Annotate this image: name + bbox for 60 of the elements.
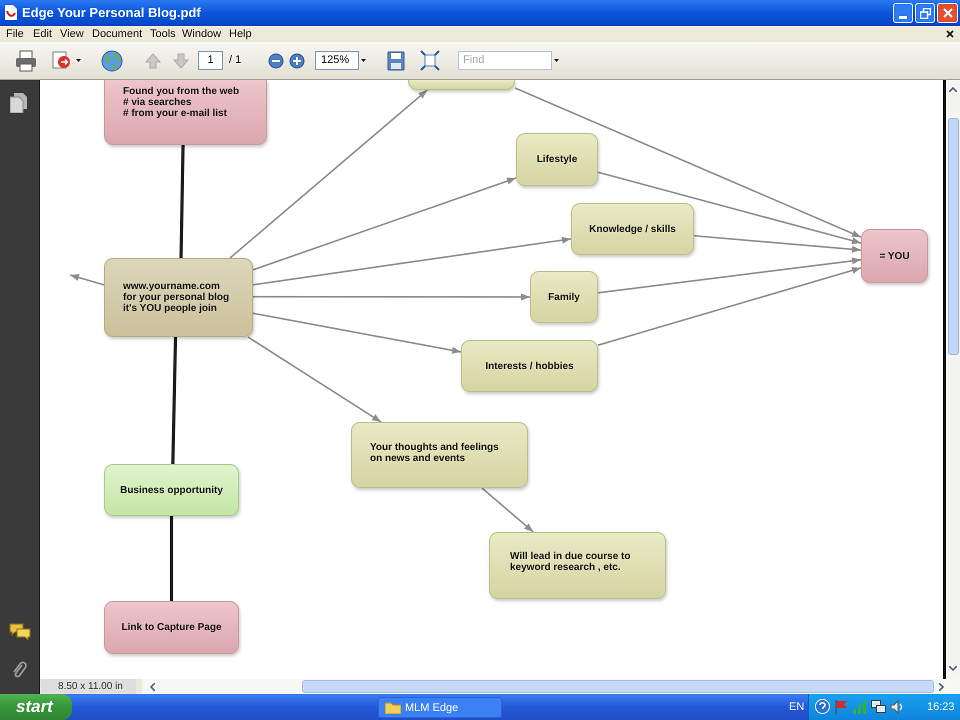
arrow [481, 487, 534, 533]
node-text: Lifestyle [536, 154, 578, 165]
menu-item: Tools [150, 27, 176, 41]
arrow [248, 336, 382, 423]
topic-box [489, 532, 666, 599]
menu-item: View [60, 27, 84, 41]
node-text: Family [548, 292, 580, 302]
node-text: www.yourname.com [123, 281, 220, 292]
menu-item: Document [92, 27, 142, 41]
arrow [514, 87, 862, 238]
arrow [598, 257, 862, 294]
node-text: # from your e-mail list [123, 108, 227, 119]
clock-time: 16:23 [927, 700, 955, 714]
arrow [230, 89, 428, 259]
arrow [598, 171, 862, 244]
topic-box [461, 340, 598, 392]
language-indicator: EN [789, 700, 804, 714]
arrow [252, 236, 572, 286]
arrow [694, 234, 862, 253]
start-button: start [0, 694, 72, 720]
node-text: Interests / hobbies [485, 360, 574, 372]
node-text: it's YOU people join [123, 303, 217, 314]
connector-line [170, 516, 174, 601]
topic-box [351, 422, 528, 488]
node-text: Your thoughts and feelings on news and events [370, 442, 500, 464]
zoom-field: 125% [315, 51, 359, 70]
page-size-text: 8.50 x 11.00 in [40, 679, 136, 694]
node-text: Link to Capture Page [121, 622, 222, 633]
topic-box [516, 133, 598, 186]
topic-box [530, 271, 598, 323]
arrow [252, 177, 516, 271]
page-count: / 1 [229, 53, 242, 67]
arrow [598, 267, 862, 346]
menu-item: Window [182, 27, 222, 41]
topic-box [104, 464, 239, 516]
topic-box [408, 80, 515, 90]
node-text: Found you from the web [123, 86, 240, 97]
menu-item: Help [229, 27, 252, 41]
node-text: Will lead in due course to keyword research , etc. [510, 550, 632, 572]
page-number-field: 1 [198, 51, 223, 70]
node-text: Knowledge / skills [589, 224, 676, 234]
window-title: Edge Your Personal Blog.pdf [22, 5, 201, 21]
menu-item: File [6, 27, 24, 41]
node-text: for your personal blog [123, 292, 230, 303]
taskbar-button-label: MLM Edge [405, 701, 458, 715]
arrow [252, 312, 462, 354]
connector-line [171, 336, 178, 464]
topic-box [571, 203, 694, 255]
result-box [861, 229, 928, 283]
central-box [104, 258, 253, 337]
menu-item: Edit [33, 27, 52, 41]
node-text: Business opportunity [120, 484, 223, 496]
topic-box [104, 601, 239, 654]
connector-line [179, 144, 185, 258]
node-text: = YOU [879, 250, 910, 262]
search-field: Find [458, 51, 552, 70]
arrow [253, 294, 530, 300]
arrow [70, 274, 104, 286]
note-box [104, 80, 267, 145]
node-text: # via searches [123, 97, 192, 108]
